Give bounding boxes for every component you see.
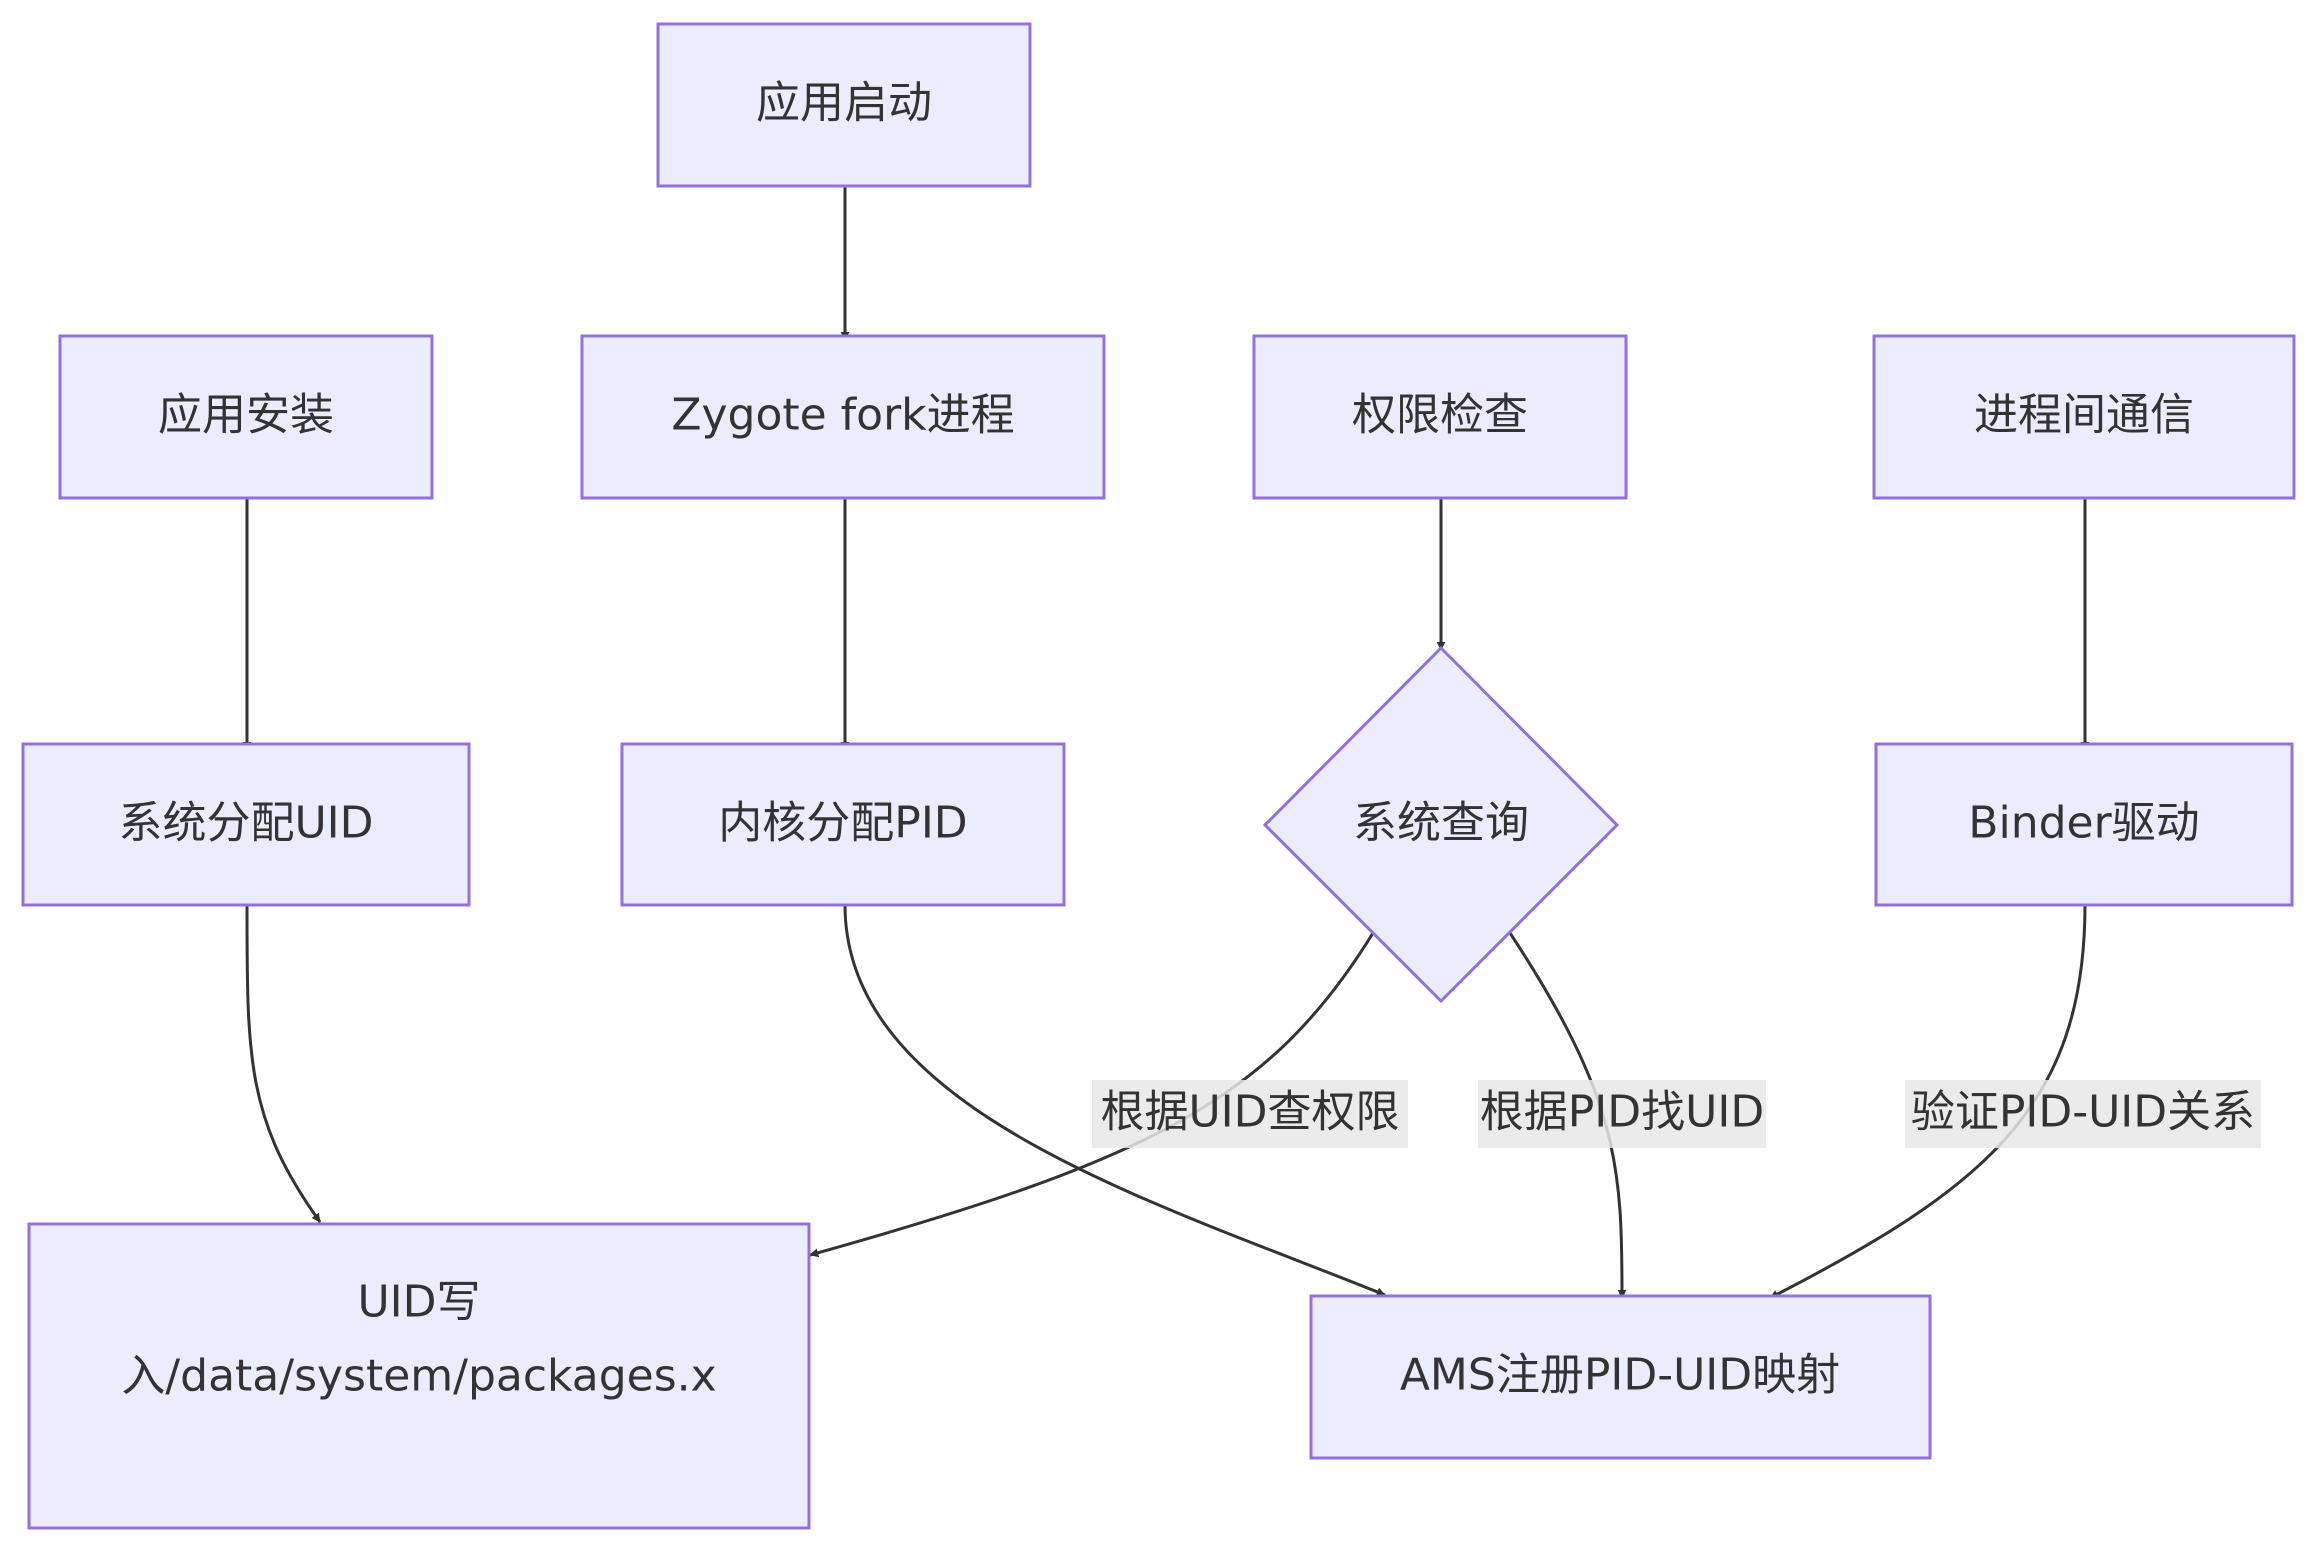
node-app-launch: 应用启动 — [656, 22, 1032, 188]
node-ams-register: AMS注册PID-UID映射 — [1309, 1294, 1932, 1460]
node-label: 应用安装 — [158, 390, 334, 441]
node-binder-driver: Binder驱动 — [1874, 742, 2294, 907]
edge-label-text: 根据PID找UID — [1480, 1087, 1764, 1138]
node-app-install: 应用安装 — [58, 334, 434, 500]
node-label-line-1: UID写 — [357, 1277, 480, 1328]
node-label: AMS注册PID-UID映射 — [1400, 1350, 1840, 1401]
node-label: Binder驱动 — [1968, 798, 2199, 849]
node-label: Zygote fork进程 — [671, 390, 1014, 441]
edge-uid-to-packages — [245, 904, 322, 1223]
edge-label-query-uid-perm: 根据UID查权限 — [1092, 1080, 1408, 1148]
node-zygote-fork: Zygote fork进程 — [580, 334, 1106, 500]
node-kernel-pid: 内核分配PID — [620, 742, 1066, 907]
node-label: 内核分配PID — [718, 798, 967, 849]
node-permission-check: 权限检查 — [1252, 334, 1628, 500]
node-ipc: 进程间通信 — [1872, 334, 2296, 500]
edge-label-find-uid-by-pid: 根据PID找UID — [1478, 1080, 1766, 1148]
node-label: 系统分配UID — [118, 798, 373, 849]
edge-label-text: 根据UID查权限 — [1100, 1087, 1399, 1138]
node-assign-uid: 系统分配UID — [21, 742, 471, 907]
edge-label-verify-pid-uid: 验证PID-UID关系 — [1905, 1080, 2261, 1148]
edge-label-text: 验证PID-UID关系 — [1911, 1087, 2255, 1138]
node-label-line-2: 入/data/system/packages.x — [121, 1351, 716, 1402]
node-label: 系统查询 — [1353, 798, 1529, 849]
node-uid-write: UID写 入/data/system/packages.x — [27, 1222, 811, 1530]
node-label: 进程间通信 — [1974, 390, 2194, 441]
node-label: 权限检查 — [1352, 390, 1528, 441]
node-label: 应用启动 — [756, 78, 932, 129]
node-system-query: 系统查询 — [1262, 645, 1620, 1004]
edge-pid-to-ams — [843, 904, 1386, 1297]
